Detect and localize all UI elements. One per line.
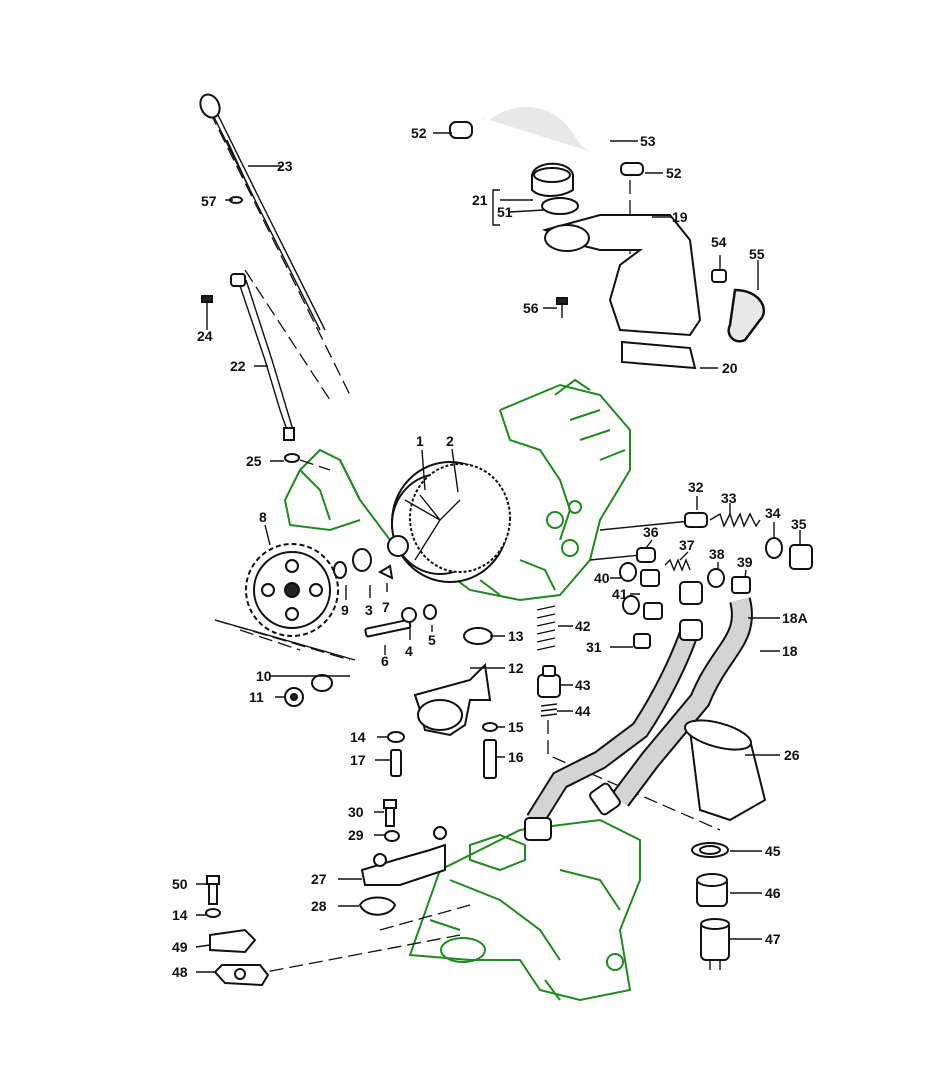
- label-53: 53: [640, 133, 656, 149]
- label-21: 21: [472, 192, 488, 208]
- label-43: 43: [575, 677, 591, 693]
- lower-bracket-parts: [205, 799, 447, 987]
- label-25: 25: [246, 453, 262, 469]
- label-3: 3: [365, 602, 373, 618]
- pulley-cluster: [214, 461, 511, 707]
- label-49: 49: [172, 939, 188, 955]
- label-56: 56: [523, 300, 539, 316]
- label-39: 39: [737, 554, 753, 570]
- label-22: 22: [230, 358, 246, 374]
- label-35: 35: [791, 516, 807, 532]
- label-18: 18: [782, 643, 798, 659]
- label-17: 17: [350, 752, 366, 768]
- label-13: 13: [508, 628, 524, 644]
- label-51: 51: [497, 204, 513, 220]
- label-18A: 18A: [782, 610, 808, 626]
- label-31: 31: [586, 639, 602, 655]
- label-36: 36: [643, 524, 659, 540]
- label-37: 37: [679, 537, 695, 553]
- label-1: 1: [416, 433, 424, 449]
- label-32: 32: [688, 479, 704, 495]
- label-15: 15: [508, 719, 524, 735]
- label-50: 50: [172, 876, 188, 892]
- label-26: 26: [784, 747, 800, 763]
- label-47: 47: [765, 931, 781, 947]
- label-52-right: 52: [666, 165, 682, 181]
- label-27: 27: [311, 871, 327, 887]
- label-28: 28: [311, 898, 327, 914]
- label-42: 42: [575, 618, 591, 634]
- label-7: 7: [382, 599, 390, 615]
- oil-lines-and-filter: [524, 581, 767, 970]
- label-40: 40: [594, 570, 610, 586]
- label-54: 54: [711, 234, 727, 250]
- label-30: 30: [348, 804, 364, 820]
- label-10: 10: [256, 668, 272, 684]
- label-14-lower: 14: [172, 907, 188, 923]
- label-41: 41: [612, 586, 628, 602]
- label-57: 57: [201, 193, 217, 209]
- label-48: 48: [172, 964, 188, 980]
- label-20: 20: [722, 360, 738, 376]
- label-38: 38: [709, 546, 725, 562]
- label-44: 44: [575, 703, 591, 719]
- label-9: 9: [341, 602, 349, 618]
- label-8: 8: [259, 509, 267, 525]
- oil-pump: [387, 627, 498, 779]
- leader-lines: [195, 132, 801, 973]
- callout-labels: 23 57 24 22 25 52 53 52 21 51 19 54 55 5…: [172, 125, 808, 980]
- dipstick-assembly: [199, 93, 326, 463]
- label-14-upper: 14: [350, 729, 366, 745]
- label-23: 23: [277, 158, 293, 174]
- assembly-dash-lines: [209, 111, 721, 976]
- label-5: 5: [428, 632, 436, 648]
- label-46: 46: [765, 885, 781, 901]
- label-45: 45: [765, 843, 781, 859]
- oil-filler-assembly: [449, 96, 766, 370]
- valve-parts: [536, 512, 813, 717]
- label-4: 4: [405, 643, 413, 659]
- label-52-top: 52: [411, 125, 427, 141]
- label-2: 2: [446, 433, 454, 449]
- label-19: 19: [672, 209, 688, 225]
- label-34: 34: [765, 505, 781, 521]
- engine-block-outline: [283, 378, 641, 1002]
- label-55: 55: [749, 246, 765, 262]
- label-12: 12: [508, 660, 524, 676]
- label-33: 33: [721, 490, 737, 506]
- label-29: 29: [348, 827, 364, 843]
- label-24: 24: [197, 328, 213, 344]
- label-11: 11: [249, 689, 264, 705]
- label-16: 16: [508, 749, 524, 765]
- label-6: 6: [381, 653, 389, 669]
